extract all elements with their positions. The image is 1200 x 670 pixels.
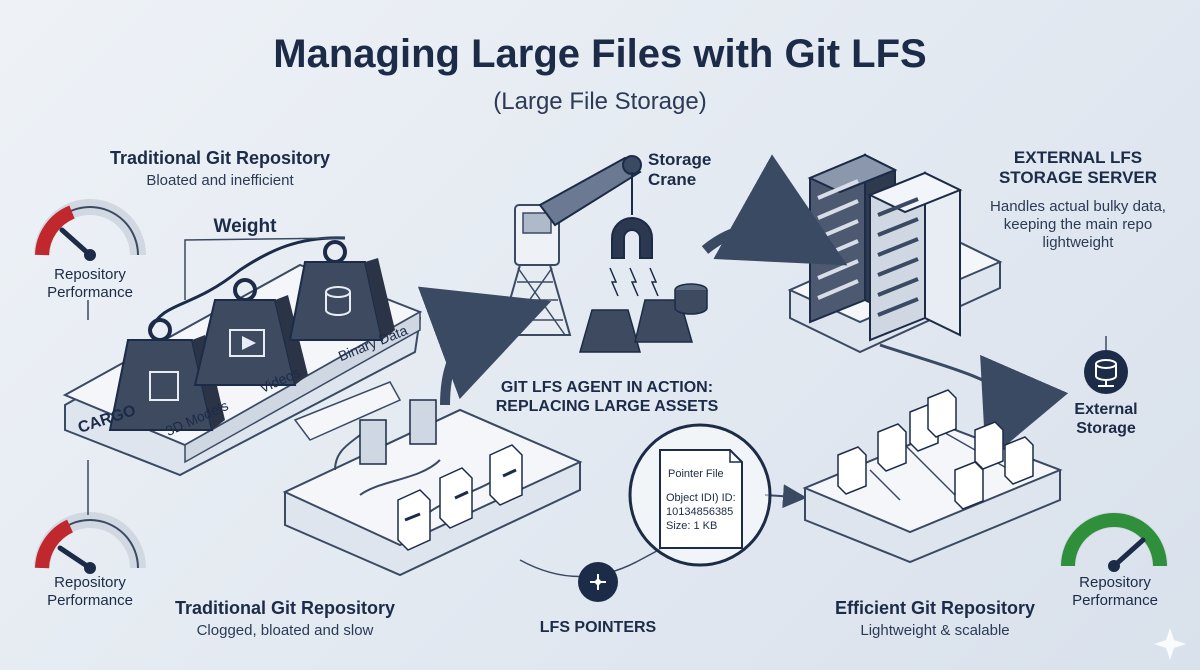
arrow-down-efficient xyxy=(980,354,1069,463)
lfs-server-description: Handles actual bulky data, keeping the m… xyxy=(990,198,1166,251)
external-storage-label: External Storage xyxy=(1074,401,1138,438)
pointer-file-title: Pointer File xyxy=(668,468,724,480)
storage-crane xyxy=(498,155,659,336)
pointer-file-line2: 10134856385 xyxy=(666,506,734,518)
lfs-pointers-icon xyxy=(578,562,618,602)
clogged-platform xyxy=(282,381,583,577)
efficient-subtitle: Lightweight & scalable xyxy=(860,622,1010,639)
lfs-server-title: EXTERNAL LFS STORAGE SERVER xyxy=(998,148,1158,188)
gauge-top-label: Repository Performance xyxy=(47,266,133,301)
pointer-magnifier xyxy=(628,423,772,567)
sparkle-icon xyxy=(1154,628,1186,660)
lfs-pointers-label: LFS POINTERS xyxy=(539,619,657,636)
arrow-crane-to-server xyxy=(701,154,848,266)
weight-binary-data xyxy=(288,240,395,341)
efficient-platform xyxy=(802,389,1063,564)
weight-videos xyxy=(193,278,308,386)
gauge-bottom-left xyxy=(34,512,146,574)
cable-top xyxy=(184,237,346,300)
storage-crane-label: Storage Crane xyxy=(648,150,712,190)
lfs-server xyxy=(787,153,1003,354)
pointer-file-line1: Object IDI) ID: xyxy=(666,492,736,504)
traditional-bottom-subtitle: Clogged, bloated and slow xyxy=(196,622,374,639)
lifted-assets xyxy=(579,283,708,353)
page-subtitle: (Large File Storage) xyxy=(493,88,707,115)
weight-label: Weight xyxy=(213,216,277,237)
traditional-top-title: Traditional Git Repository xyxy=(109,148,331,168)
weight-cable xyxy=(148,236,346,331)
agent-label: GIT LFS AGENT IN ACTION: REPLACING LARGE… xyxy=(495,379,719,416)
efficient-title: Efficient Git Repository xyxy=(834,598,1036,618)
pointer-file-line3: Size: 1 KB xyxy=(666,520,718,532)
arrow-platform-to-crane xyxy=(417,286,552,406)
traditional-top-subtitle: Bloated and inefficient xyxy=(146,172,294,189)
external-storage-icon xyxy=(1084,350,1128,394)
traditional-bottom-title: Traditional Git Repository xyxy=(174,598,396,618)
gauge-efficient xyxy=(1060,512,1168,572)
page-title: Managing Large Files with Git LFS xyxy=(273,32,927,76)
gauge-top xyxy=(34,199,146,261)
gauge-bottom-label: Repository Performance xyxy=(47,574,133,609)
gauge-efficient-label: Repository Performance xyxy=(1072,574,1158,609)
